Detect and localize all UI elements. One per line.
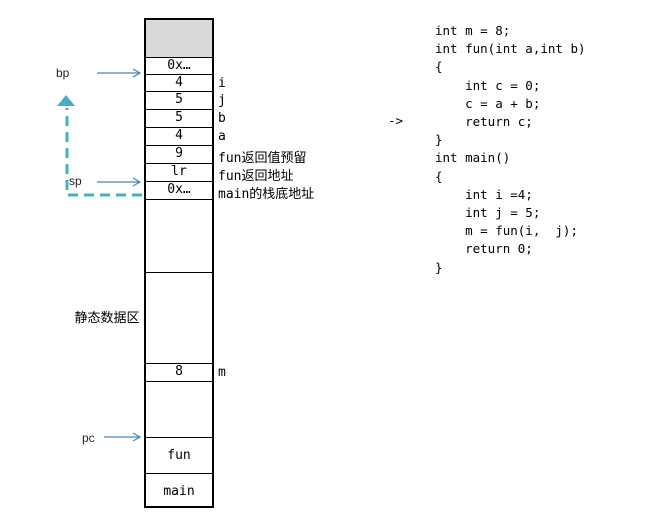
code-line: int m = 8; [435, 23, 511, 38]
current-line-marker: -> [388, 113, 404, 128]
bp-arrow-icon [97, 68, 142, 78]
stack-cell: 0x… [146, 181, 212, 199]
code-line: int i =4; [435, 186, 533, 202]
bp-label: bp [56, 66, 70, 80]
stack-cell: 5 [146, 91, 212, 109]
code-line: { [435, 59, 443, 75]
stack-cell: 9 [146, 145, 212, 163]
static-cell-m: 8 [146, 363, 212, 381]
label-main-bp: main的栈底地址 [218, 187, 315, 202]
label-i: i [218, 76, 226, 91]
label-b: b [218, 111, 226, 126]
stack-cell: 0x… [146, 57, 212, 74]
label-j: j [218, 93, 226, 108]
stack-cell: 4 [146, 127, 212, 145]
label-m: m [218, 365, 226, 380]
code-line: int j = 5; [435, 205, 541, 221]
label-return-slot: fun返回值预留 [218, 151, 307, 166]
code-line: } [435, 132, 443, 148]
stack-empty [146, 199, 212, 272]
code-line: { [435, 168, 443, 184]
empty-region [146, 381, 212, 437]
code-line: } [435, 259, 443, 275]
memory-stack: 0x… 4 5 5 4 9 lr 0x… 8 fun main [144, 18, 214, 508]
code-cell-fun: fun [146, 437, 212, 473]
label-return-addr: fun返回地址 [218, 169, 294, 184]
static-data-label: 静态数据区 [74, 311, 140, 326]
pc-label: pc [82, 431, 95, 445]
code-line: c = a + b; [435, 95, 541, 111]
dashed-arrow-head-icon [57, 95, 75, 106]
code-listing: int m = 8; int fun(int a,int b) { int c = … [435, 22, 586, 277]
static-data-region [146, 272, 212, 363]
sp-arrow-icon [97, 177, 142, 187]
sp-label: sp [69, 174, 82, 188]
label-a: a [218, 129, 226, 144]
stack-cell: 4 [146, 74, 212, 91]
code-cell-main: main [146, 473, 212, 508]
code-line: return c; [435, 114, 533, 130]
code-line: int fun(int a,int b) [435, 41, 586, 57]
dashed-return-arrow-icon [65, 108, 142, 197]
stack-cell: 5 [146, 109, 212, 127]
code-line: return 0; [435, 241, 533, 257]
pc-arrow-icon [104, 432, 142, 442]
stack-top-region [146, 20, 212, 57]
stack-cell: lr [146, 163, 212, 181]
code-line: int c = 0; [435, 77, 541, 93]
code-line: int main() [435, 150, 511, 166]
code-line: m = fun(i, j); [435, 223, 578, 239]
